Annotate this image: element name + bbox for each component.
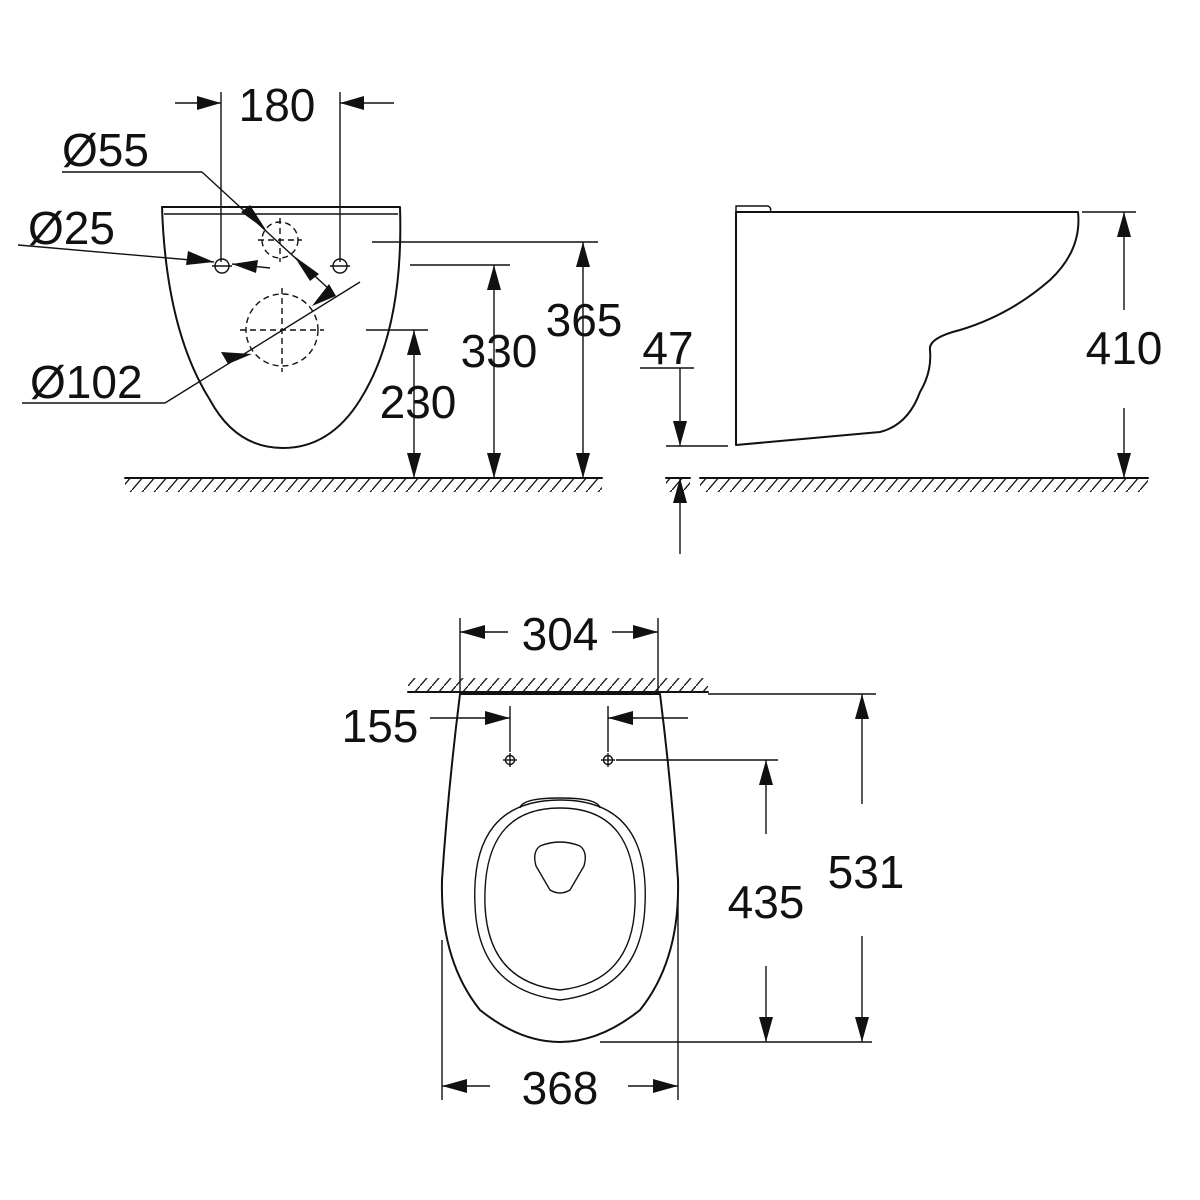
dim-531: 531: [708, 693, 905, 1042]
seat-hinge-side: [735, 205, 772, 213]
front-view: 180 Ø55 Ø25 Ø102: [17, 79, 623, 492]
toilet-front-outline: [161, 206, 402, 449]
seat-outer: [474, 799, 646, 1001]
floor-line-front: [124, 477, 603, 492]
dim-330: 330: [410, 264, 538, 478]
dim-180: 180: [175, 79, 394, 262]
side-view: 47 410: [640, 205, 1163, 554]
dim-155-label: 155: [342, 700, 419, 752]
dim-368: 368: [441, 900, 679, 1114]
inlet-hole-55: [258, 218, 302, 262]
dim-365: 365: [372, 241, 623, 478]
dim-304-label: 304: [522, 608, 599, 660]
dim-304: 304: [459, 608, 659, 694]
wall-line-top: [407, 678, 709, 693]
dim-47-label: 47: [642, 322, 693, 374]
toilet-side-outline: [735, 211, 1080, 446]
seat-inner: [484, 807, 636, 991]
dim-phi102: Ø102: [22, 281, 361, 408]
dim-410: 410: [1082, 211, 1163, 478]
top-view: 304 155 435 531: [342, 608, 905, 1114]
dim-435: 435: [600, 759, 872, 1043]
dim-155: 155: [342, 700, 688, 752]
dim-47: 47: [640, 322, 728, 554]
dim-365-label: 365: [546, 294, 623, 346]
dim-435-label: 435: [728, 876, 805, 928]
dim-410-label: 410: [1086, 322, 1163, 374]
dim-531-label: 531: [828, 846, 905, 898]
dim-230-label: 230: [380, 376, 457, 428]
dim-180-label: 180: [239, 79, 316, 131]
seat-hinge-plate: [519, 797, 601, 809]
dim-phi25: Ø25: [17, 202, 271, 273]
dim-phi102-label: Ø102: [30, 356, 143, 408]
dim-phi25-label: Ø25: [28, 202, 115, 254]
fixing-hole-left: [212, 258, 232, 274]
floor-line-side: [665, 477, 1149, 492]
dim-phi55-label: Ø55: [62, 124, 149, 176]
fixing-hole-top-right: [601, 753, 615, 767]
fixing-hole-top-left: [503, 753, 517, 767]
bowl-opening: [533, 841, 587, 894]
dim-368-label: 368: [522, 1062, 599, 1114]
toilet-top-outline: [440, 693, 680, 1043]
dim-phi55: Ø55: [62, 124, 331, 291]
dim-330-label: 330: [461, 325, 538, 377]
dim-230: 230: [366, 329, 457, 478]
